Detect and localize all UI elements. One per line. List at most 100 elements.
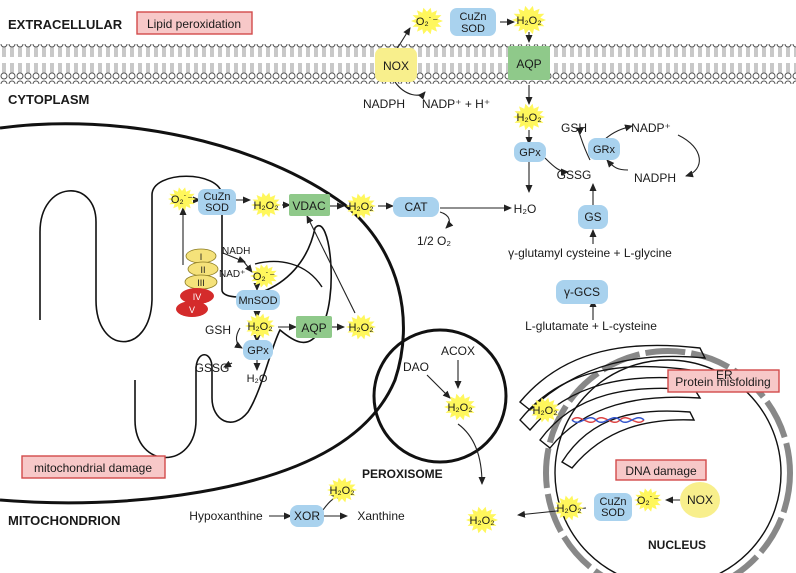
cat-box [393, 197, 439, 217]
mnsod-box [236, 290, 280, 310]
complex-iv-shape [180, 288, 214, 304]
endoplasmic-reticulum [519, 344, 707, 469]
gsh-cyto: GSH [561, 121, 587, 135]
h2o2-xor: H₂O₂ [329, 485, 354, 497]
ggcs-box [556, 280, 608, 304]
complex-iii-label: III [197, 278, 205, 288]
ros-burst-icon [168, 187, 196, 211]
h2o2-cytosol-bottom: H₂O₂ [469, 515, 494, 527]
gs-label: GS [584, 210, 601, 224]
half-o2: 1/2 O₂ [417, 234, 451, 248]
grx-label: GRx [593, 144, 616, 156]
dao-label: DAO [403, 360, 429, 374]
complex-v-shape [176, 301, 208, 317]
gpx-box-cyto [514, 142, 546, 162]
superoxide-nucleus: O₂˙⁻ [637, 495, 659, 507]
grx-box [588, 138, 620, 160]
h2o-cyto: H₂O [514, 202, 537, 216]
peroxisome-membrane [372, 328, 508, 464]
nox-label-nucleus: NOX [687, 493, 713, 507]
h2o2-er: H₂O₂ [532, 405, 557, 417]
sod-label-nucleus: SOD [601, 507, 625, 519]
nadp-cyto: NADP⁺ [631, 121, 671, 135]
h2o2-peroxisome: H₂O₂ [447, 402, 472, 414]
h2o2-nucleus: H₂O₂ [556, 503, 581, 515]
ros-burst-icon [251, 192, 281, 218]
complex-v-label: V [189, 305, 195, 315]
mito-damage-label: mitochondrial damage [34, 461, 152, 475]
cuzn-label-mito: CuZn [204, 191, 231, 203]
cuzn-label-top: CuZn [460, 11, 487, 23]
glutamyl-cysteine-glycine: γ-glutamyl cysteine + L-glycine [508, 246, 672, 260]
ros-burst-icon [634, 488, 662, 512]
cat-label: CAT [404, 200, 428, 214]
sod-label-mito: SOD [205, 202, 229, 214]
nad-label: NAD⁺ [219, 269, 245, 280]
mitochondrion-inner-membrane [39, 175, 332, 459]
nadph-top: NADPH [363, 97, 405, 111]
h2o2-after-vdac: H₂O₂ [348, 201, 373, 213]
gssg-mito: GSSG [195, 361, 230, 375]
acox-label: ACOX [441, 344, 475, 358]
complex-iv-label: IV [193, 292, 202, 302]
ros-burst-icon [327, 477, 357, 503]
gsh-mito: GSH [205, 323, 231, 337]
nox-membrane-box [375, 48, 417, 82]
nox-label-membrane: NOX [383, 59, 409, 73]
lipid-peroxidation-box [136, 11, 253, 35]
label-cytoplasm: CYTOPLASM [8, 92, 89, 107]
nox-nucleus-shape [680, 482, 720, 518]
complex-ii-label: II [200, 265, 205, 275]
reaction-arrows [179, 18, 700, 520]
h2o2-cyto: H₂O₂ [516, 112, 541, 124]
cuzn-sod-box-top [450, 8, 496, 36]
ros-burst-icon [411, 7, 443, 35]
nadh-label: NADH [222, 246, 250, 257]
ros-burst-icon [245, 313, 275, 339]
nuclear-envelope-outer [543, 348, 793, 573]
glutamate-cysteine: L-glutamate + L-cysteine [525, 319, 657, 333]
nadph-cyto: NADPH [634, 171, 676, 185]
dna-helix-icon [571, 417, 645, 423]
label-nucleus: NUCLEUS [648, 538, 706, 552]
dna-damage-label: DNA damage [625, 464, 697, 478]
cuzn-sod-box-nucleus [594, 493, 632, 521]
superoxide-mito-ims: O₂˙⁻ [171, 194, 193, 206]
sod-label-top: SOD [461, 23, 485, 35]
xor-box [290, 505, 324, 527]
label-extracellular: EXTRACELLULAR [8, 17, 123, 32]
ros-burst-icon [554, 495, 584, 521]
cuzn-sod-box-mito [198, 189, 236, 215]
dna-damage-box [615, 459, 707, 481]
ros-burst-icon [530, 397, 560, 423]
ros-burst-icon [444, 393, 476, 421]
label-er: ER [716, 368, 733, 382]
h2o2-after-aqp-mito: H₂O₂ [348, 322, 373, 334]
vdac-box [289, 194, 330, 216]
gs-box [578, 205, 608, 229]
ros-burst-icon [250, 264, 278, 288]
superoxide-matrix: O₂˙⁻ [253, 271, 275, 283]
cuzn-label-nucleus: CuZn [600, 496, 627, 508]
ros-burst-icon [466, 506, 498, 534]
h2o-mito: H₂O [247, 373, 268, 385]
h2o2-mito-ims: H₂O₂ [253, 200, 278, 212]
aqp-label-membrane: AQP [516, 57, 541, 71]
aqp-box-mito [296, 316, 332, 338]
xanthine-label: Xanthine [357, 509, 405, 523]
aqp-label-mito: AQP [301, 321, 326, 335]
mito-damage-box [21, 455, 166, 479]
gpx-box-mito [243, 340, 273, 360]
ros-burst-icon [346, 193, 376, 219]
ros-burst-icon [346, 314, 376, 340]
ros-burst-icon [512, 5, 546, 35]
nadp-h-top: NADP⁺ + H⁺ [422, 97, 490, 111]
gpx-label-mito: GPx [247, 345, 269, 357]
label-mitochondrion: MITOCHONDRION [8, 513, 120, 528]
hypoxanthine-label: Hypoxanthine [189, 509, 263, 523]
aqp-membrane-box [508, 46, 550, 80]
ros-burst-icon [513, 103, 545, 131]
protein-misfolding-box [667, 369, 780, 393]
